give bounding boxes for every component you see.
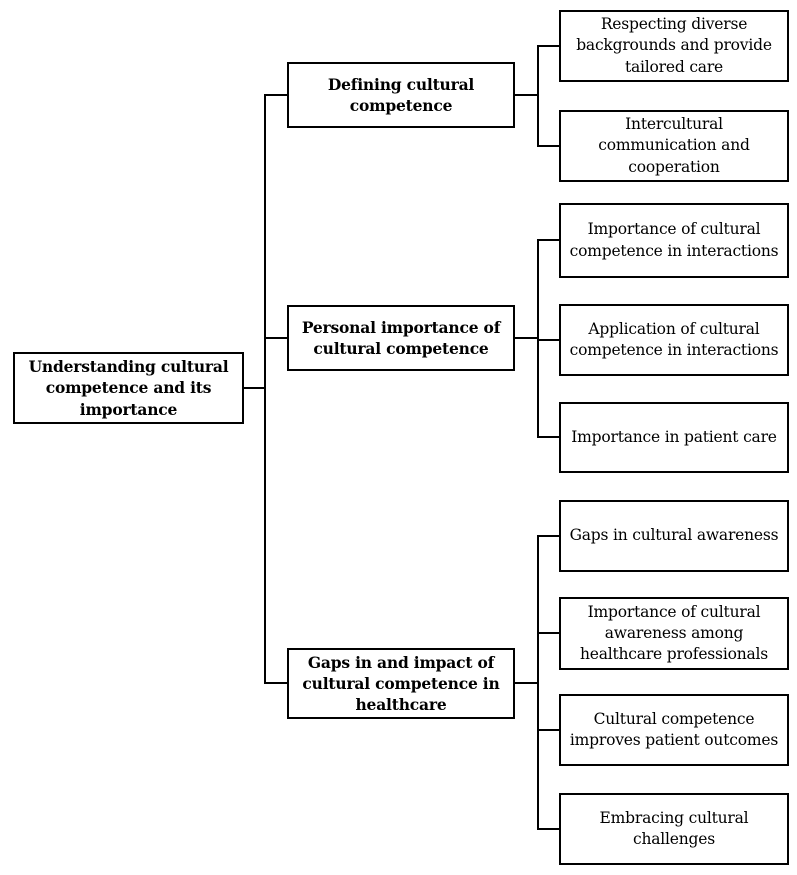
leaf-node-intercultural-communication: Intercultural communication and cooperat… bbox=[559, 110, 789, 182]
branch-node-defining-cultural-competence: Defining cultural competence bbox=[287, 62, 515, 128]
leaf-node-gaps-in-cultural-awareness: Gaps in cultural awareness bbox=[559, 500, 789, 572]
leaf-node-improves-patient-outcomes: Cultural competence improves patient out… bbox=[559, 694, 789, 766]
leaf-node-awareness-among-professionals: Importance of cultural awareness among h… bbox=[559, 597, 789, 670]
leaf-node-importance-in-patient-care: Importance in patient care bbox=[559, 402, 789, 473]
root-node: Understanding cultural competence and it… bbox=[13, 352, 244, 424]
leaf-node-embracing-cultural-challenges: Embracing cultural challenges bbox=[559, 793, 789, 865]
branch-node-gaps-and-impact: Gaps in and impact of cultural competenc… bbox=[287, 648, 515, 719]
leaf-node-importance-in-interactions: Importance of cultural competence in int… bbox=[559, 203, 789, 278]
branch-node-personal-importance: Personal importance of cultural competen… bbox=[287, 305, 515, 371]
leaf-node-respecting-diverse-backgrounds: Respecting diverse backgrounds and provi… bbox=[559, 10, 789, 82]
leaf-node-application-in-interactions: Application of cultural competence in in… bbox=[559, 304, 789, 376]
